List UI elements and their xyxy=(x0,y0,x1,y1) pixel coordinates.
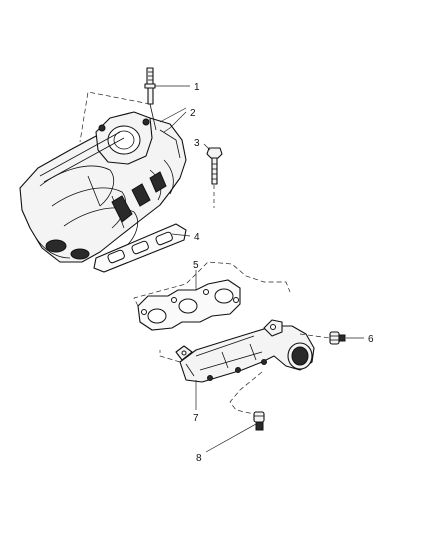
callout-5: 5 xyxy=(193,260,199,271)
part-7-exhaust-manifold xyxy=(175,319,315,383)
leader-line-8 xyxy=(205,423,257,453)
callout-8: 8 xyxy=(196,453,202,464)
callout-7: 7 xyxy=(193,413,199,424)
callout-1: 1 xyxy=(194,82,200,93)
callout-2: 2 xyxy=(190,108,196,119)
part-4-intake-gasket xyxy=(93,223,187,273)
callout-3: 3 xyxy=(194,138,200,149)
callout-4: 4 xyxy=(194,232,200,243)
leader-line-4 xyxy=(171,233,191,237)
callout-6: 6 xyxy=(368,334,374,345)
part-5-exhaust-gasket xyxy=(137,279,241,331)
part-1-stud-bolt xyxy=(144,67,156,105)
part-2-intake-manifold xyxy=(19,103,187,263)
part-3-bolt xyxy=(206,147,223,185)
leader-line-3 xyxy=(203,143,211,151)
part-8-fitting xyxy=(253,411,265,431)
leader-line-2 xyxy=(159,107,187,123)
part-6-sensor-plug xyxy=(329,331,346,345)
